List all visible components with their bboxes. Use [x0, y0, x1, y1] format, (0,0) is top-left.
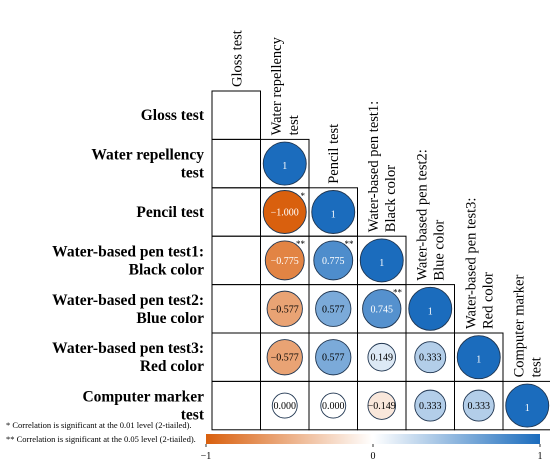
row-label: Red color: [140, 358, 204, 375]
grid-cell-r3-c0: [211, 235, 261, 286]
correlation-circle: [414, 389, 447, 422]
grid-cell-r1-c0: [211, 138, 261, 189]
row-label: Water-based pen test1:: [52, 243, 204, 260]
grid-lines: [211, 90, 550, 431]
correlation-circle: [311, 190, 356, 234]
correlation-value: −1.000: [271, 208, 299, 219]
column-label: Blue color: [432, 220, 448, 281]
color-scale-bar: [206, 434, 540, 444]
correlation-value: 1: [331, 210, 336, 221]
correlation-circle: [367, 342, 397, 372]
row-label: Pencil test: [136, 204, 204, 221]
column-label: Water-based pen test3:: [463, 198, 479, 329]
correlation-value: 0.333: [468, 401, 491, 412]
correlation-value: 1: [379, 258, 384, 269]
correlation-circle: [359, 238, 404, 283]
correlation-circle: [456, 335, 501, 380]
color-scale-tick-label: 1: [538, 451, 543, 462]
correlation-circle: [408, 286, 453, 331]
column-label: Water-based pen test2:: [415, 149, 431, 280]
row-label: Computer marker: [82, 389, 204, 406]
column-label: test: [286, 115, 302, 135]
row-label: Water-based pen test2:: [52, 292, 204, 309]
grid-cell-r0-c0: [211, 90, 261, 140]
footnote: * Correlation is significant at the 0.01…: [6, 420, 192, 430]
correlation-circle: [266, 290, 303, 327]
correlation-value: 0.745: [371, 304, 394, 315]
column-label: Red color: [480, 272, 496, 329]
grid-cell-r6-c0: [211, 380, 261, 431]
row-label: Gloss test: [141, 107, 205, 124]
footnotes: * Correlation is significant at the 0.01…: [6, 420, 196, 444]
correlation-circle: [271, 392, 298, 419]
correlation-value: −0.775: [271, 256, 299, 267]
color-scale: −1 0 1: [201, 434, 543, 462]
correlation-value: −0.577: [271, 304, 299, 315]
correlation-circle: [313, 240, 354, 281]
row-label: Water-based pen test3:: [52, 340, 204, 357]
grid-cell-r5-c0: [211, 332, 261, 382]
row-label: Blue color: [136, 310, 204, 327]
column-label: Pencil test: [326, 124, 342, 184]
row-label: test: [181, 407, 205, 424]
correlation-value: −0.149: [368, 401, 396, 412]
correlation-value: 0.577: [322, 304, 345, 315]
column-label: Water repellency: [269, 36, 285, 135]
correlation-value: 1: [282, 161, 287, 172]
color-scale-tick-label: −1: [201, 451, 212, 462]
correlation-value: 0.775: [322, 256, 345, 267]
significance-mark: **: [296, 239, 306, 249]
correlation-value: 1: [476, 355, 481, 366]
correlation-value: 1: [525, 403, 530, 414]
grid-cell-r2-c0: [211, 187, 261, 237]
row-label: Black color: [129, 261, 204, 278]
color-scale-tick-label: 0: [371, 451, 376, 462]
correlation-value: 0.577: [322, 353, 345, 364]
correlation-value: 0.333: [419, 401, 442, 412]
correlation-circle: [320, 392, 347, 419]
correlation-circle: [264, 240, 305, 281]
grid-cell-r4-c0: [211, 284, 261, 334]
correlation-circle: [262, 190, 307, 234]
column-label: Water-based pen test1:: [366, 101, 382, 232]
column-label: Black color: [383, 165, 399, 232]
significance-mark: **: [345, 239, 355, 249]
correlation-circle: [367, 391, 397, 420]
correlation-circle: [505, 383, 550, 428]
correlation-circle: [266, 339, 303, 376]
significance-mark: **: [393, 288, 403, 298]
correlation-value: 0.000: [322, 401, 345, 412]
correlation-value: 0.000: [274, 401, 297, 412]
correlation-circle: [315, 339, 352, 376]
correlation-value: 1: [428, 306, 433, 317]
correlation-circle: [462, 389, 495, 422]
grid-cell-r6-c6: [502, 380, 550, 431]
significance-mark: *: [301, 191, 306, 201]
correlation-value: 0.333: [419, 353, 442, 364]
correlation-value: 0.149: [371, 353, 394, 364]
correlation-circle: [414, 341, 447, 374]
column-label: test: [529, 357, 545, 377]
row-label: test: [181, 165, 205, 182]
column-label: Computer marker: [512, 275, 528, 378]
correlation-circle: [362, 289, 402, 329]
footnote: ** Correlation is significant at the 0.0…: [6, 434, 196, 444]
correlation-circle: [315, 290, 352, 327]
column-label: Gloss test: [229, 30, 245, 87]
correlation-circle: [262, 141, 307, 186]
row-label: Water repellency: [91, 147, 204, 164]
correlation-value: −0.577: [271, 353, 299, 364]
